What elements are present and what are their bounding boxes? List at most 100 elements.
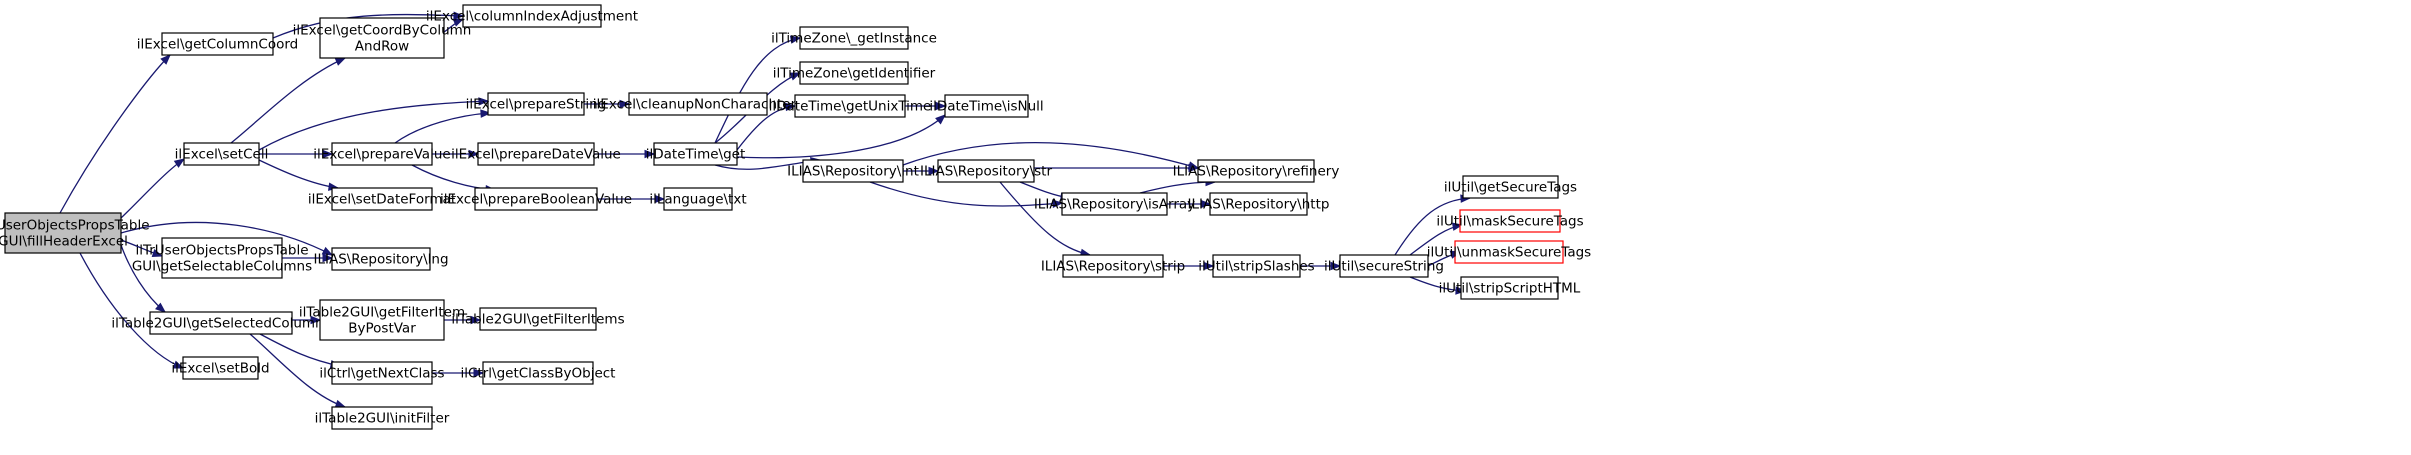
edge-line [249, 333, 346, 408]
edge-arrowhead [173, 158, 186, 168]
edge-n2-n6 [230, 57, 347, 144]
edge-n0-n1 [59, 54, 171, 214]
edge-arrowhead [172, 360, 185, 369]
graph-node[interactable]: ilExcel\prepareDateValue [451, 142, 621, 166]
node-label: ilUtil\stripSlashes [1198, 259, 1314, 275]
graph-node[interactable]: ilDateTime\isNull [929, 94, 1044, 118]
edge-n11-n18 [432, 368, 485, 378]
edge-line [714, 37, 801, 144]
graph-node[interactable]: ilUtil\maskSecureTags [1436, 209, 1584, 233]
graph-node[interactable]: ILIAS\Repository\strip [1041, 254, 1185, 278]
node-box [331, 142, 433, 166]
graph-node[interactable]: ilExcel\getColumnCoord [137, 32, 299, 56]
edge-arrowhead [1188, 163, 1200, 173]
graph-node[interactable]: ILIAS\Repository\str [920, 159, 1052, 183]
edge-line [258, 100, 489, 151]
graph-node[interactable]: ilExcel\cleanupNonCharachters [593, 92, 803, 116]
edge-line [258, 159, 339, 189]
edge-arrowhead [334, 399, 347, 408]
graph-node[interactable]: ilExcel\setCell [175, 142, 269, 166]
node-label: ilExcel\columnIndexAdjustment [426, 9, 638, 25]
edge-arrowhead [1330, 261, 1342, 271]
graph-node[interactable]: ilTable2GUI\getFilterItems [451, 307, 625, 331]
graph-node[interactable]: ilTable2GUI\getSelectedColumns [111, 311, 331, 335]
graph-node[interactable]: ilExcel\prepareBooleanValue [440, 187, 632, 211]
node-label: ilUtil\stripScriptHTML [1439, 281, 1581, 297]
edge-arrowhead [644, 149, 656, 159]
node-box [1061, 192, 1168, 216]
edge-line [120, 158, 185, 219]
edge-n25-n29 [869, 181, 1064, 208]
node-label: ilExcel\setDateFormat [308, 192, 456, 208]
edge-line [999, 181, 1091, 256]
edge-arrowhead [1203, 261, 1215, 271]
graph-node[interactable]: ilUtil\stripSlashes [1198, 254, 1315, 278]
graph-node[interactable]: ILIAS\Repository\http [1188, 192, 1330, 216]
graph-node[interactable]: ilCtrl\getClassByObject [461, 361, 616, 385]
edge-line [411, 164, 496, 191]
edge-n3-n9 [281, 253, 334, 263]
node-box [937, 159, 1035, 183]
edge-arrowhead [935, 114, 947, 125]
graph-node[interactable]: ilExcel\prepareValue [313, 142, 451, 166]
graph-node[interactable]: ILIAS\Repository\lng [313, 247, 449, 271]
edge-arrowhead [334, 57, 347, 66]
graph-node[interactable]: ILIAS\Repository\int [787, 159, 919, 183]
graph-node[interactable]: ilCtrl\getNextClass [319, 361, 445, 385]
edge-line [59, 54, 171, 214]
graph-node[interactable]: ilTimeZone\getIdentifier [773, 61, 936, 85]
graph-node[interactable]: ILIAS\Repository\isArray [1034, 192, 1195, 216]
graph-node[interactable]: ilExcel\setBold [171, 356, 270, 380]
graph-node[interactable]: ilExcel\columnIndexAdjustment [426, 4, 638, 28]
node-label: ilUtil\getSecureTags [1444, 180, 1577, 196]
node-box [794, 94, 906, 118]
node-label: ilTimeZone\_getInstance [771, 31, 937, 47]
edge-line [902, 141, 1199, 169]
edge-arrowhead [151, 248, 164, 258]
graph-node[interactable]: ilUtil\unmaskSecureTags [1427, 240, 1591, 264]
graph-node[interactable]: ilTable2GUI\initFilter [315, 406, 450, 430]
node-label: ByPostVar [348, 321, 416, 337]
node-label: ilTrUserObjectsPropsTable [0, 218, 150, 234]
node-label: ilUtil\unmaskSecureTags [1427, 245, 1591, 261]
edge-line [272, 13, 464, 39]
node-box [1339, 254, 1429, 278]
node-label: ilCtrl\getNextClass [319, 366, 444, 382]
edge-n20-n24 [736, 102, 797, 151]
graph-node[interactable]: ilLanguage\txt [649, 187, 747, 211]
node-box [161, 237, 283, 279]
edge-arrowhead [480, 109, 492, 118]
node-label: GUI\getSelectableColumns [132, 259, 312, 275]
node-label: ILIAS\Repository\lng [313, 252, 448, 268]
graph-node[interactable]: ilExcel\setDateFormat [308, 187, 456, 211]
node-label: ilExcel\prepareValue [313, 147, 450, 163]
edge-n0-n5 [79, 252, 185, 369]
graph-node[interactable]: ilTrUserObjectsPropsTableGUI\fillHeaderE… [0, 212, 150, 254]
edge-arrowhead [478, 97, 490, 106]
edge-arrowhead [785, 102, 797, 112]
edge-n16-n21 [597, 194, 666, 204]
graph-node[interactable]: ilExcel\prepareString [466, 92, 607, 116]
node-box [149, 311, 293, 335]
graph-node[interactable]: ilTrUserObjectsPropsTableGUI\getSelectab… [132, 237, 312, 279]
graph-node[interactable]: ilDateTime\getUnixTime [769, 94, 932, 118]
edge-line [869, 181, 1063, 207]
edge-n0-n4 [120, 244, 167, 313]
graph-node[interactable]: ilUtil\secureString [1324, 254, 1444, 278]
node-label: ILIAS\Repository\int [787, 164, 919, 180]
node-label: ilExcel\prepareBooleanValue [440, 192, 632, 208]
graph-node[interactable]: ilTimeZone\_getInstance [771, 26, 937, 50]
edge-n2-n8 [258, 159, 340, 191]
graph-node[interactable]: ilUtil\getSecureTags [1444, 175, 1577, 199]
node-box [653, 142, 738, 166]
graph-node[interactable]: ILIAS\Repository\refinery [1173, 159, 1340, 183]
node-label: ilTimeZone\getIdentifier [773, 66, 936, 82]
node-label: ILIAS\Repository\http [1188, 197, 1330, 213]
edge-n15-n20 [593, 149, 656, 159]
node-label: ilExcel\prepareString [466, 97, 607, 113]
node-box [1460, 276, 1559, 300]
graph-node[interactable]: ilUtil\stripScriptHTML [1439, 276, 1581, 300]
graph-node[interactable]: ilDateTime\get [646, 142, 746, 166]
